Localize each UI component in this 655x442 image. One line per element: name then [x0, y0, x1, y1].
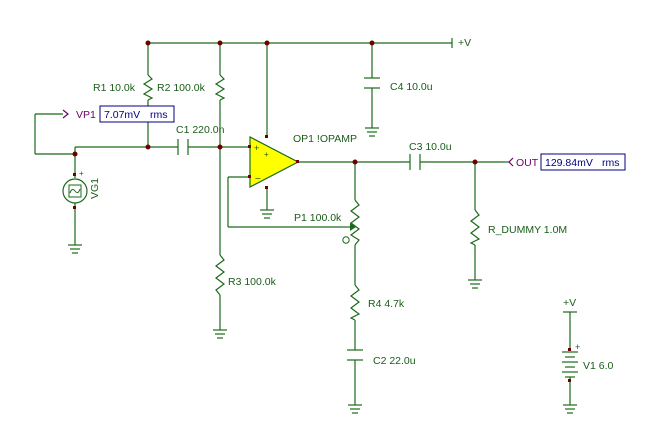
- resistor-r4-icon[interactable]: [349, 284, 361, 321]
- v1-label: V1 6.0: [583, 360, 614, 372]
- capacitor-c4-icon[interactable]: [364, 77, 380, 89]
- svg-text:+: +: [575, 342, 580, 352]
- v1-supply-label: +V: [563, 297, 576, 309]
- c3-label: C3 10.0u: [409, 141, 452, 153]
- junction-dots: [72, 40, 571, 382]
- opamp-op1-icon[interactable]: + − +: [249, 136, 300, 188]
- resistor-r1-icon[interactable]: [142, 74, 154, 101]
- capacitor-c1-icon[interactable]: [177, 139, 189, 155]
- ground-icon: [348, 404, 362, 414]
- probe-vp1-unit: rms: [150, 109, 168, 121]
- resistor-r3-icon[interactable]: [215, 254, 225, 296]
- svg-text:+: +: [79, 169, 84, 178]
- ground-icon: [365, 127, 379, 137]
- battery-v1-icon[interactable]: +: [562, 342, 580, 380]
- c1-label: C1 220.0n: [176, 124, 225, 136]
- ground-icon: [260, 209, 274, 219]
- svg-text:−: −: [255, 174, 261, 185]
- labels: +V R1 10.0k R2 100.0k C1 220.0n C4 10.0u…: [89, 37, 614, 372]
- svg-text:+: +: [264, 150, 269, 159]
- probe-out-meter-box: [540, 153, 626, 171]
- probe-vp1: VP1 7.07mV rms: [76, 105, 175, 123]
- r3-label: R3 100.0k: [228, 276, 277, 288]
- ground-icon: [468, 279, 482, 289]
- probe-out-icon[interactable]: [505, 157, 514, 167]
- probe-vp1-meter-box: [99, 105, 175, 123]
- probe-vp1-icon[interactable]: [62, 109, 69, 119]
- probe-vp1-reading: 7.07mV: [104, 109, 140, 121]
- ground-symbols: [68, 127, 577, 414]
- r-dummy-label: R_DUMMY 1.0M: [488, 224, 567, 236]
- vg1-label: VG1: [89, 178, 101, 199]
- ground-icon: [563, 404, 577, 414]
- probe-vp1-name: VP1: [76, 109, 96, 121]
- probe-out: OUT 129.84mV rms: [516, 153, 626, 171]
- probe-out-reading: 129.84mV: [545, 157, 593, 169]
- probe-out-unit: rms: [602, 157, 620, 169]
- resistor-r2-icon[interactable]: [214, 74, 226, 101]
- op1-label: OP1 !OPAMP: [293, 133, 357, 145]
- probe-out-name: OUT: [516, 157, 539, 169]
- svg-text:+: +: [254, 143, 259, 153]
- ground-icon: [68, 244, 82, 254]
- r2-label: R2 100.0k: [157, 82, 206, 94]
- r1-label: R1 10.0k: [93, 82, 136, 94]
- ground-icon: [213, 329, 227, 339]
- c2-label: C2 22.0u: [373, 355, 416, 367]
- r4-label: R4 4.7k: [368, 298, 405, 310]
- supply-label: +V: [458, 37, 471, 49]
- p1-label: P1 100.0k: [294, 212, 342, 224]
- capacitor-c3-icon[interactable]: [409, 154, 421, 170]
- potentiometer-p1-icon[interactable]: [340, 199, 360, 246]
- capacitor-c2-icon[interactable]: [347, 349, 363, 361]
- c4-label: C4 10.0u: [390, 81, 433, 93]
- resistor-r-dummy-icon[interactable]: [469, 209, 481, 246]
